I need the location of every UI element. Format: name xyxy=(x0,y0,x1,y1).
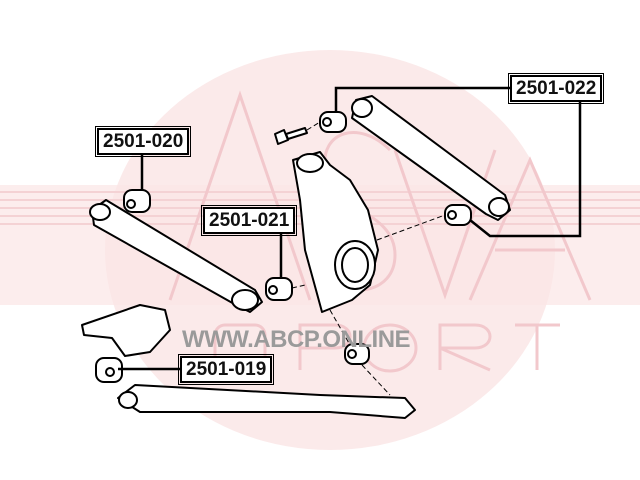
bushing-2501-021 xyxy=(265,277,293,301)
lower-control-arm xyxy=(117,384,416,419)
mounting-bracket xyxy=(81,304,171,357)
leader-lines xyxy=(118,86,582,371)
part-label-2501-019[interactable]: 2501-019 xyxy=(177,354,275,385)
bolt xyxy=(274,127,308,145)
trailing-arm-left xyxy=(91,199,263,313)
part-label-2501-022[interactable]: 2501-022 xyxy=(507,73,605,104)
bushing-lower-knuckle xyxy=(344,343,370,365)
bushing-2501-020 xyxy=(123,189,151,213)
bushing-2501-019 xyxy=(95,357,123,383)
part-label-2501-021[interactable]: 2501-021 xyxy=(200,205,298,236)
bushing-2501-022-upper xyxy=(319,111,347,133)
website-watermark: WWW.ABCP.ONLINE xyxy=(182,326,411,353)
part-label-2501-020[interactable]: 2501-020 xyxy=(94,126,192,157)
bushing-2501-022-lower xyxy=(444,204,472,226)
